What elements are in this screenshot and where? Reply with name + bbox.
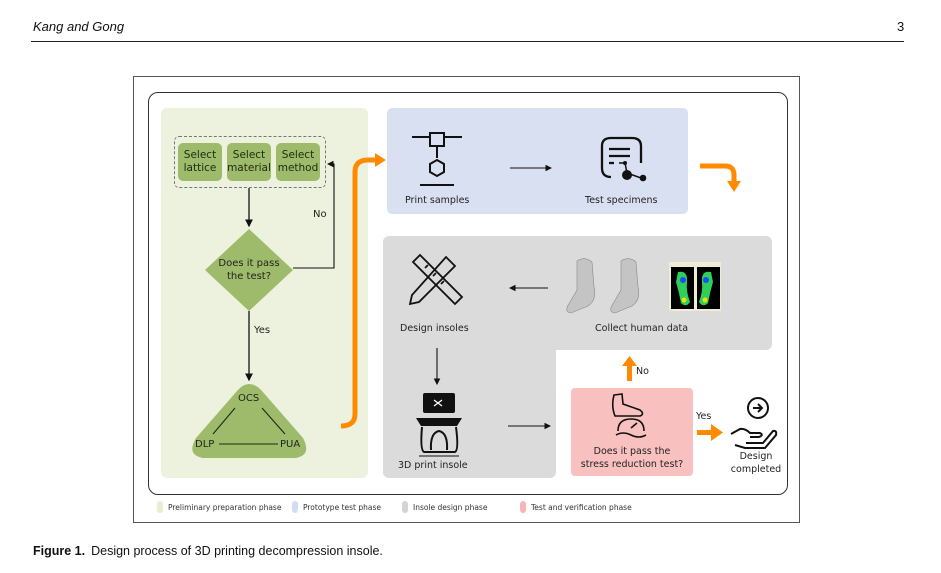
- legend-preliminary: Preliminary preparation phase: [157, 500, 281, 514]
- design-insoles-label: Design insoles: [400, 323, 469, 334]
- test-document-icon: [600, 136, 643, 179]
- legend-verification: Test and verification phase: [520, 500, 632, 514]
- header-rule: [31, 41, 904, 42]
- caption-text: Design process of 3D printing decompress…: [91, 544, 383, 558]
- orange-flow-arrow-2: [700, 163, 737, 182]
- print-samples-label: Print samples: [405, 195, 470, 206]
- caption-label: Figure 1.: [33, 544, 86, 558]
- test-specimens-label: Test specimens: [585, 195, 658, 206]
- legend-swatch: [157, 501, 163, 513]
- legend-insole-design: Insole design phase: [402, 500, 487, 514]
- page-number: 3: [897, 19, 905, 34]
- legend-prototype: Prototype test phase: [292, 500, 381, 514]
- ruler-pencil-icon: [408, 253, 464, 306]
- yes-label-left: Yes: [254, 325, 271, 336]
- foot-scan-image: [566, 258, 640, 314]
- no-loop-arrow: [293, 160, 335, 269]
- 3d-print-insole-label: 3D print insole: [398, 460, 468, 471]
- triangle-top-label: OCS: [238, 393, 260, 404]
- verification-phase-panel: [571, 388, 693, 476]
- figure-caption: Figure 1. Design process of 3D printing d…: [33, 544, 383, 558]
- no-label-right: No: [636, 366, 649, 377]
- running-head: Kang and Gong: [33, 19, 125, 34]
- figure-inner-box: [148, 92, 788, 495]
- panel-notch: [556, 350, 586, 380]
- 3d-printer-icon: [412, 132, 462, 186]
- legend-swatch: [292, 501, 298, 513]
- yes-arrow-right: [697, 430, 712, 435]
- triangle-left-label: DLP: [195, 439, 215, 450]
- orange-flow-arrow-1: [340, 157, 376, 429]
- completed-hand-icon: [730, 397, 778, 449]
- triangle-right-label: PUA: [280, 439, 301, 450]
- legend-swatch: [402, 501, 408, 513]
- no-arrow-up: [627, 364, 632, 381]
- foot-pressure-gauge-icon: [611, 393, 647, 438]
- decision-diamond: [205, 229, 293, 311]
- pressure-map-image: [669, 262, 721, 311]
- selection-group: [174, 136, 326, 188]
- no-label-left: No: [313, 209, 327, 220]
- collect-human-data-label: Collect human data: [595, 323, 689, 334]
- yes-label-right: Yes: [696, 411, 712, 422]
- resin-printer-icon: [416, 393, 462, 457]
- material-triangle: [192, 384, 307, 458]
- legend-swatch: [520, 501, 526, 513]
- insole-design-panel-bottom: [383, 330, 556, 478]
